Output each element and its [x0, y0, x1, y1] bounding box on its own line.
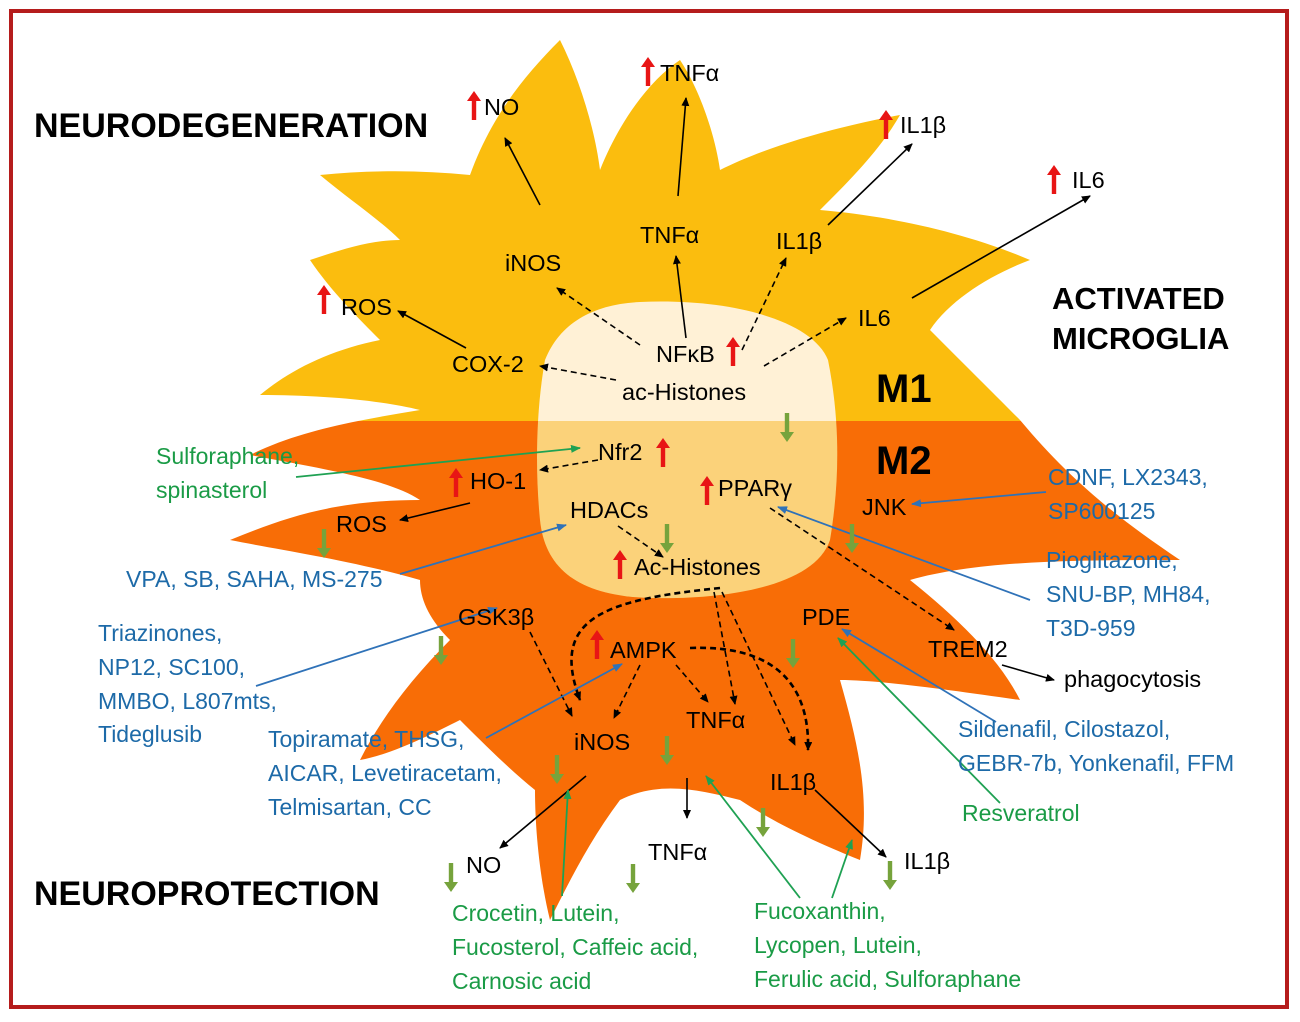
nucleus-m1	[538, 301, 837, 421]
m2-ros: ROS	[336, 511, 387, 537]
m2-trem2: TREM2	[928, 636, 1008, 662]
compound-cdnf-group: CDNF, LX2343, SP600125	[1048, 464, 1208, 524]
heading-m2: M2	[876, 439, 932, 483]
microglia-m2-body	[230, 421, 1180, 920]
m2-tnfa: TNFα	[686, 707, 746, 733]
heading-m1: M1	[876, 367, 932, 411]
m1-ac-histones: ac-Histones	[622, 379, 747, 405]
compound-vpa-group: VPA, SB, SAHA, MS-275	[126, 566, 383, 592]
up-arrow-icon	[1047, 165, 1061, 194]
m2-output-tnfa: TNFα	[648, 839, 708, 865]
m2-inos: iNOS	[574, 729, 631, 755]
nucleus-m2	[537, 421, 838, 599]
m2-gsk3b: GSK3β	[458, 604, 535, 630]
green-drug-arrows	[295, 444, 1001, 899]
heading-neuroprotection: NEUROPROTECTION	[34, 875, 380, 913]
m1-output-il1b: IL1β	[900, 112, 947, 138]
m1-nfkb: NFκB	[656, 341, 715, 367]
m1-il6: IL6	[858, 305, 891, 331]
heading-activated-microglia: ACTIVATED MICROGLIA	[1052, 281, 1230, 357]
m2-output-no: NO	[466, 852, 502, 878]
down-arrow-icon	[883, 861, 897, 890]
m2-ho1: HO-1	[470, 468, 527, 494]
m1-tnfa: TNFα	[640, 222, 700, 248]
frame-border	[9, 9, 1289, 1009]
m2-jnk: JNK	[862, 494, 907, 520]
m1-output-ros: ROS	[341, 294, 392, 320]
compound-fucoxanthin-group: Fucoxanthin, Lycopen, Lutein, Ferulic ac…	[754, 898, 1022, 992]
blue-drug-arrows	[255, 491, 1047, 739]
m1-output-no: NO	[484, 94, 520, 120]
compound-triazinones-group: Triazinones, NP12, SC100, MMBO, L807mts,…	[98, 620, 277, 748]
compound-crocetin-group: Crocetin, Lutein, Fucosterol, Caffeic ac…	[452, 900, 699, 994]
m2-nfr2: Nfr2	[598, 439, 643, 465]
compound-resveratrol: Resveratrol	[962, 800, 1080, 826]
down-arrow-icon	[444, 863, 458, 892]
compound-pioglitazone-group: Pioglitazone, SNU-BP, MH84, T3D-959	[1046, 547, 1211, 641]
compound-sulforaphane-spinasterol: Sulforaphane, spinasterol	[156, 443, 300, 503]
m1-inos: iNOS	[505, 250, 562, 276]
m2-ppar: PPARγ	[718, 475, 792, 501]
down-arrow-icon	[626, 864, 640, 893]
compound-sildenafil-group: Sildenafil, Cilostazol, GEBR-7b, Yonkena…	[958, 716, 1235, 776]
heading-neurodegeneration: NEURODEGENERATION	[34, 107, 429, 145]
m2-ac-histones: Ac-Histones	[634, 554, 761, 580]
m1-output-tnfa: TNFα	[660, 60, 720, 86]
m2-ampk: AMPK	[610, 637, 677, 663]
pathway-arrows	[397, 97, 1091, 858]
m2-il1b: IL1β	[770, 769, 817, 795]
microglia-m1-body	[260, 40, 1030, 421]
compound-topiramate-group: Topiramate, THSG, AICAR, Levetiracetam, …	[268, 726, 502, 820]
up-arrow-icon	[641, 57, 655, 86]
m2-hdacs: HDACs	[570, 497, 649, 523]
m2-pde: PDE	[802, 604, 851, 630]
m1-il1b: IL1β	[776, 228, 823, 254]
m2-output-il1b: IL1β	[904, 848, 951, 874]
m2-phagocytosis: phagocytosis	[1064, 666, 1202, 692]
up-arrow-icon	[317, 285, 331, 314]
m1-cox2: COX-2	[452, 351, 524, 377]
m1-output-il6: IL6	[1072, 167, 1105, 193]
up-arrow-icon	[467, 91, 481, 120]
